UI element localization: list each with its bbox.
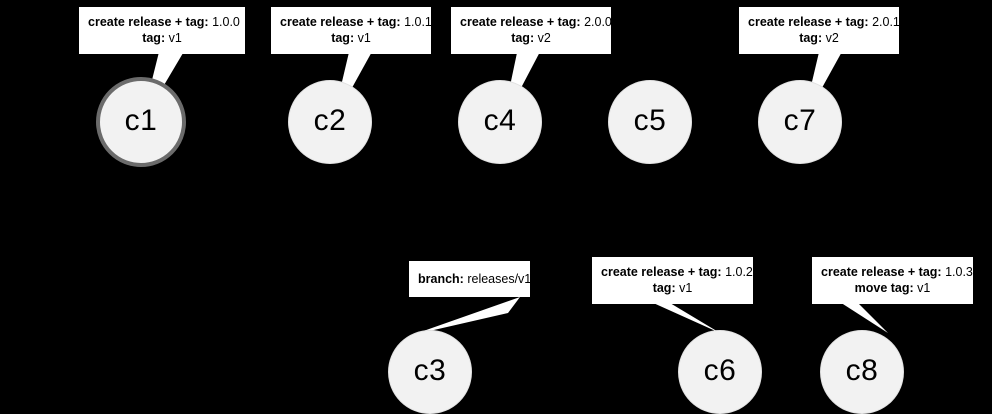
callout-value: v1	[168, 31, 182, 45]
commit-node-c3[interactable]: c3	[388, 330, 472, 414]
callout-line: tag: v1	[280, 30, 422, 46]
callout-key: create release + tag:	[88, 15, 209, 29]
callout-value: v2	[537, 31, 551, 45]
callout-value: 1.0.2	[725, 265, 753, 279]
callout-key: tag:	[331, 31, 355, 45]
callout-key: branch:	[418, 272, 464, 286]
commit-node-label: c5	[633, 104, 667, 137]
callout-value: v1	[357, 31, 371, 45]
commit-node-label: c4	[483, 104, 517, 137]
callout-line: create release + tag: 1.0.3	[821, 264, 973, 280]
callout-key: create release + tag:	[748, 15, 869, 29]
callout-value: v1	[917, 281, 931, 295]
commit-node-c5[interactable]: c5	[608, 80, 692, 164]
callout-value: 2.0.1	[872, 15, 900, 29]
callout-line: tag: v1	[88, 30, 236, 46]
callout-value: 2.0.0	[584, 15, 612, 29]
callout-key: tag:	[142, 31, 166, 45]
callout-key: tag:	[652, 281, 676, 295]
callout-key: move tag:	[854, 281, 914, 295]
callout-box-c4[interactable]: create release + tag: 2.0.0 tag: v2	[451, 7, 612, 54]
commit-node-c6[interactable]: c6	[678, 330, 762, 414]
callout-line: create release + tag: 2.0.1	[748, 14, 900, 30]
commit-node-c8[interactable]: c8	[820, 330, 904, 414]
callout-line: create release + tag: 1.0.0	[88, 14, 240, 30]
callout-key: create release + tag:	[280, 15, 401, 29]
callout-box-c1[interactable]: create release + tag: 1.0.0 tag: v1	[79, 7, 245, 54]
callout-box-c6[interactable]: create release + tag: 1.0.2 tag: v1	[592, 257, 753, 304]
commit-node-c2[interactable]: c2	[288, 80, 372, 164]
callout-box-c2[interactable]: create release + tag: 1.0.1 tag: v1	[271, 7, 432, 54]
callout-line: create release + tag: 1.0.1	[280, 14, 432, 30]
callout-line: create release + tag: 2.0.0	[460, 14, 612, 30]
callout-key: tag:	[511, 31, 535, 45]
callout-value: 1.0.3	[945, 265, 973, 279]
callout-key: tag:	[799, 31, 823, 45]
commit-node-label: c3	[413, 354, 447, 387]
commit-node-label: c1	[124, 104, 158, 137]
commit-node-label: c7	[783, 104, 817, 137]
callout-line: tag: v2	[460, 30, 602, 46]
callout-box-c8[interactable]: create release + tag: 1.0.3 move tag: v1	[812, 257, 973, 304]
callout-box-c3[interactable]: branch: releases/v1	[409, 261, 531, 297]
callout-line: tag: v1	[601, 280, 744, 296]
callout-value: releases/v1	[467, 272, 532, 286]
callout-value: v1	[679, 281, 693, 295]
commit-node-label: c8	[845, 354, 879, 387]
commit-node-c1[interactable]: c1	[96, 77, 186, 167]
callout-box-c7[interactable]: create release + tag: 2.0.1 tag: v2	[739, 7, 900, 54]
callout-line: branch: releases/v1	[418, 271, 531, 287]
callout-value: v2	[825, 31, 839, 45]
callout-value: 1.0.1	[404, 15, 432, 29]
callout-key: create release + tag:	[601, 265, 722, 279]
commit-node-label: c2	[313, 104, 347, 137]
callout-key: create release + tag:	[821, 265, 942, 279]
callout-value: 1.0.0	[212, 15, 240, 29]
callout-line: create release + tag: 1.0.2	[601, 264, 753, 280]
callout-key: create release + tag:	[460, 15, 581, 29]
callout-line: move tag: v1	[821, 280, 964, 296]
callout-line: tag: v2	[748, 30, 890, 46]
commit-node-c4[interactable]: c4	[458, 80, 542, 164]
commit-node-c7[interactable]: c7	[758, 80, 842, 164]
commit-node-label: c6	[703, 354, 737, 387]
